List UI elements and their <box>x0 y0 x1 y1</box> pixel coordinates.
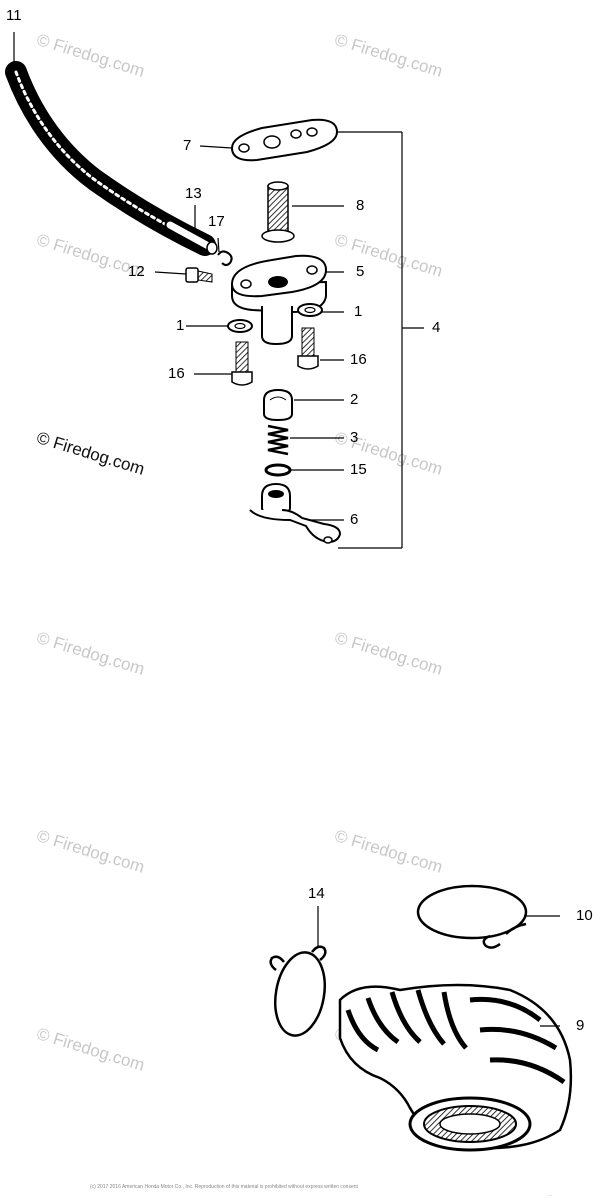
callout-1a: 1 <box>176 317 185 334</box>
callout-17: 17 <box>208 213 225 230</box>
seal-part-2 <box>263 388 344 422</box>
callout-7: 7 <box>183 137 192 154</box>
tube-part-13 <box>164 205 218 255</box>
callout-14: 14 <box>308 885 325 902</box>
callout-12: 12 <box>128 263 145 280</box>
hose-clip-part-14 <box>269 906 327 1037</box>
callout-9: 9 <box>576 1017 585 1034</box>
callout-13: 13 <box>185 185 202 202</box>
callout-4: 4 <box>432 319 441 336</box>
bolt-part-16 <box>194 327 344 386</box>
callout-11: 11 <box>6 7 22 24</box>
copyright-footer: (c) 2017 2016 American Honda Motor Co., … <box>90 1184 358 1190</box>
callout-16a: 16 <box>168 365 185 382</box>
rubber-boot-part-9 <box>338 983 573 1152</box>
gasket-part-7 <box>199 118 339 162</box>
callout-16b: 16 <box>350 351 367 368</box>
callout-6: 6 <box>350 511 359 528</box>
hose-clip-part-10 <box>416 884 560 949</box>
callout-10: 10 <box>576 907 593 924</box>
spring-part-3 <box>267 424 344 456</box>
callout-8: 8 <box>356 197 365 214</box>
callout-3: 3 <box>350 429 359 446</box>
callout-15: 15 <box>350 461 367 478</box>
lever-part-6 <box>249 482 344 544</box>
diagram-code: ... <box>548 1192 553 1198</box>
callout-1b: 1 <box>354 303 363 320</box>
assembly-bracket-part-4 <box>338 131 424 549</box>
screw-part-12 <box>154 267 213 283</box>
callout-2: 2 <box>350 391 359 408</box>
clip-part-17 <box>217 237 233 266</box>
fuel-hose-part-11 <box>5 32 216 256</box>
valve-body-part-5 <box>230 254 344 346</box>
washer-part-1 <box>186 303 344 333</box>
filter-part-8 <box>261 181 344 243</box>
o-ring-part-15 <box>264 463 344 477</box>
callout-5: 5 <box>356 263 365 280</box>
